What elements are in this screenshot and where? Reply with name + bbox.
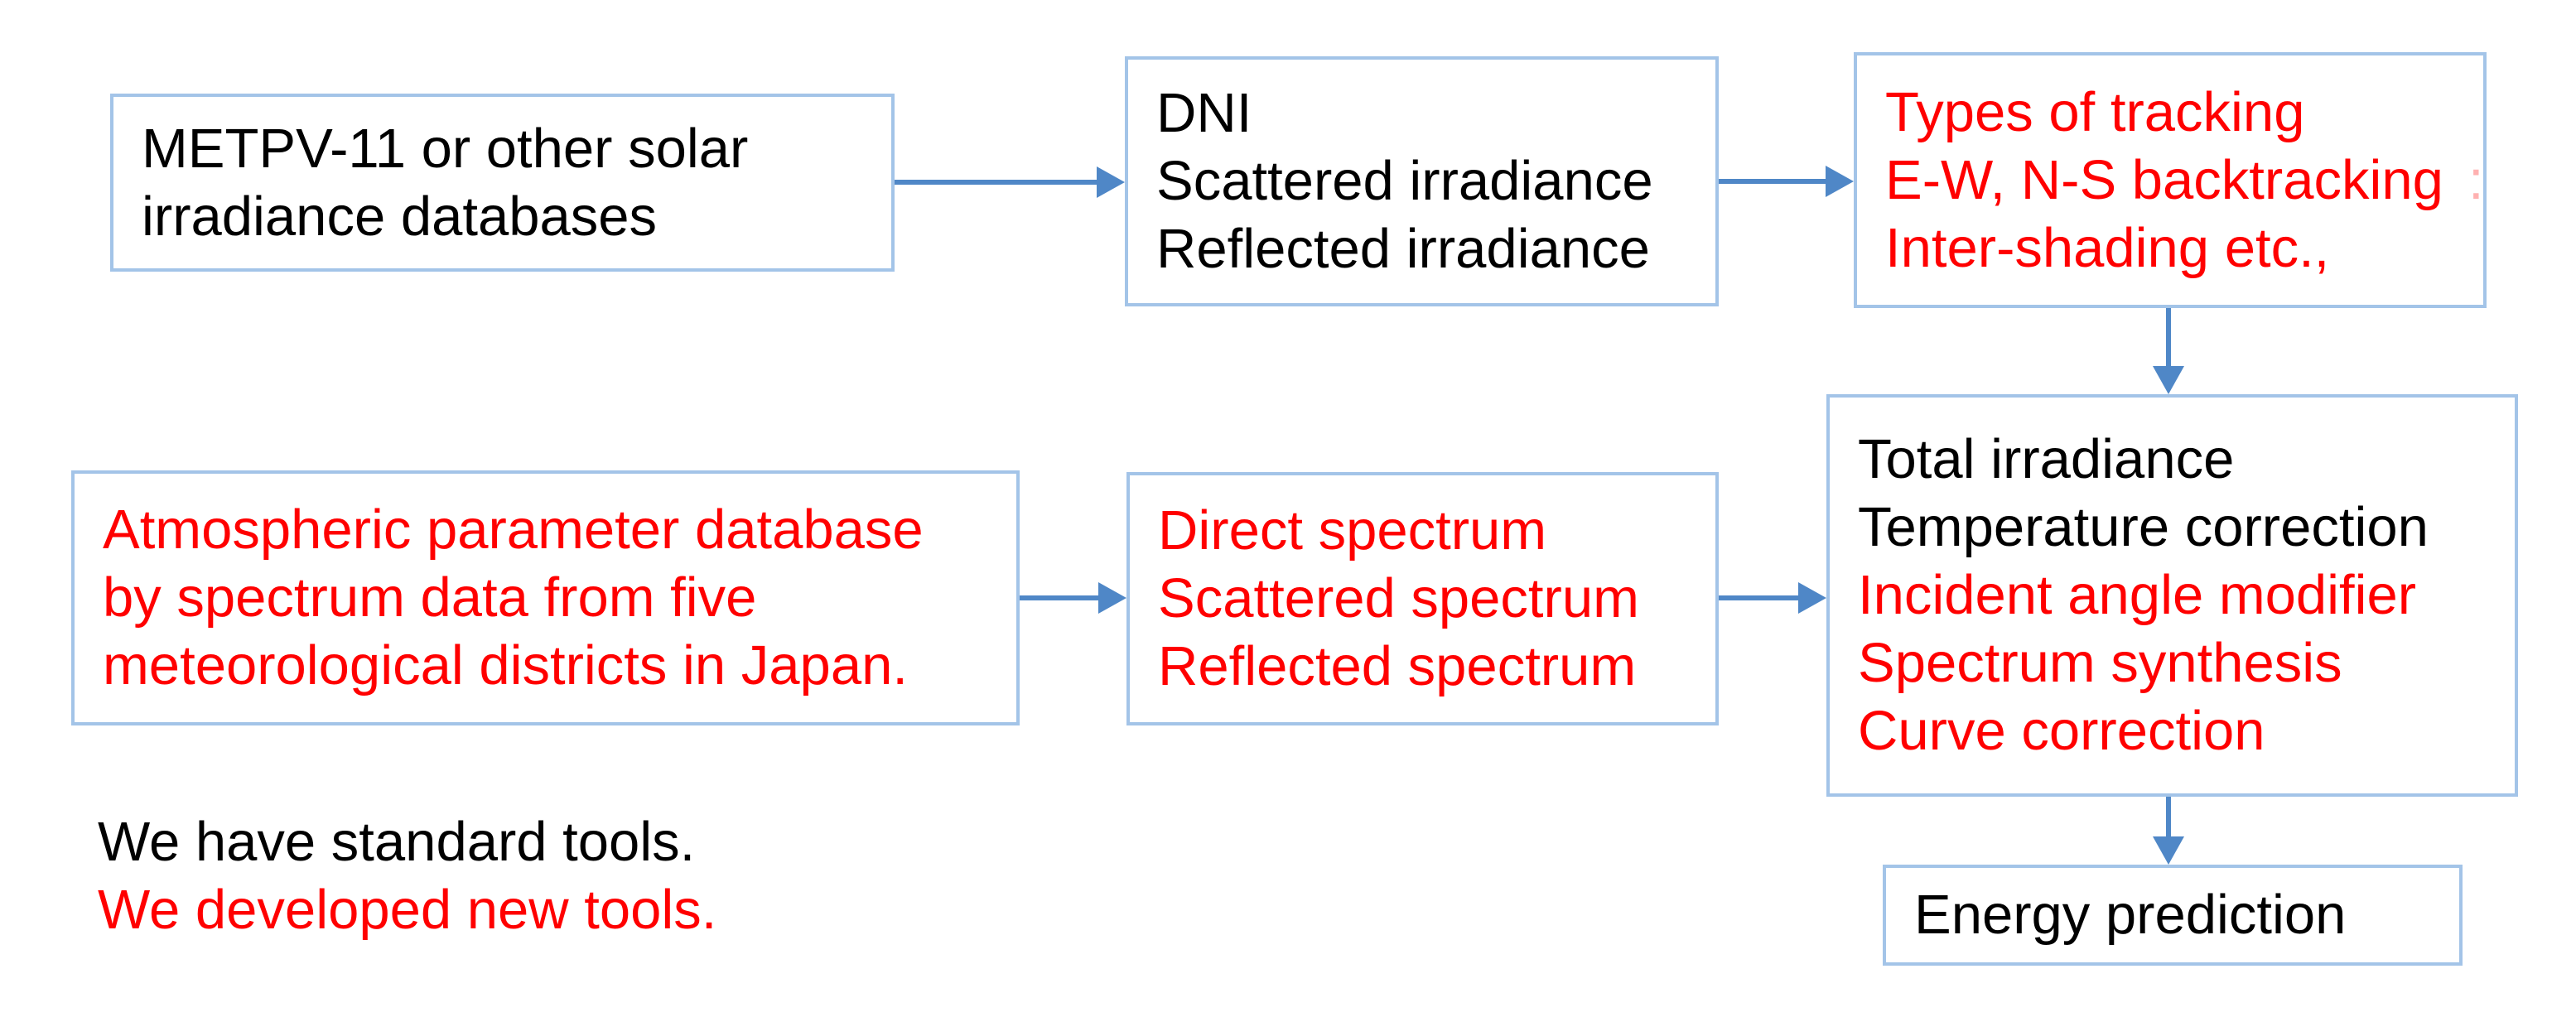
box-text-line: Reflected spectrum [1158,635,1637,697]
arrow-shaft [1719,595,1803,600]
box-text-line: Types of tracking [1885,80,2305,143]
box-atmospheric-database: Atmospheric parameter database by spectr… [71,470,1020,725]
arrow-spectrum-to-processing [1719,581,1826,615]
arrow-shaft [895,180,1102,185]
box-processing-steps: Total irradiance Temperature correction … [1826,394,2518,797]
arrow-irradiance-to-tracking [1719,165,1854,198]
box-text-line: Incident angle modifier [1858,564,2417,626]
box-text-line: Inter-shading etc., [1885,216,2330,279]
box-text-line: Direct spectrum [1158,499,1547,562]
legend-standard-tools: We have standard tools. [98,811,696,873]
arrow-shaft [2166,308,2171,371]
arrow-tracking-to-processing [2152,308,2185,394]
box-text-line: by spectrum data from five [103,566,757,629]
box-text-line: Total irradiance [1858,428,2235,490]
box-text-line: METPV-11 or other solar [142,117,749,180]
arrow-atmospheric-to-spectrum [1020,581,1126,615]
box-text-line: Spectrum synthesis [1858,632,2342,694]
box-text-line: Energy prediction [1914,884,2347,946]
box-irradiance-components: DNI Scattered irradiance Reflected irrad… [1125,56,1719,306]
box-text-line: Scattered spectrum [1158,567,1639,629]
box-text-line: irradiance databases [142,185,658,248]
arrow-shaft [1020,595,1103,600]
box-energy-prediction: Energy prediction [1883,865,2463,966]
box-tracking-types: Types of tracking E-W, N-S backtracking:… [1854,52,2487,308]
arrowhead-right-icon [1097,166,1125,198]
box-text-line: Reflected irradiance [1156,218,1650,280]
box-text-line: Scattered irradiance [1156,150,1653,212]
box-spectrum-components: Direct spectrum Scattered spectrum Refle… [1126,472,1719,725]
arrowhead-right-icon [1826,166,1854,197]
arrow-shaft [2166,797,2171,841]
box-text-line: DNI [1156,82,1252,144]
box-text-segment: E-W, N-S backtracking [1885,148,2443,211]
arrowhead-right-icon [1098,582,1126,614]
box-text-line: Curve correction [1858,700,2265,762]
legend: We have standard tools. We developed new… [98,808,716,944]
arrowhead-down-icon [2153,836,2184,865]
arrow-shaft [1719,179,1831,184]
arrowhead-down-icon [2153,366,2184,394]
box-text-line: Temperature correction [1858,496,2429,558]
box-text-line: Atmospheric parameter database [103,499,924,561]
box-solar-database: METPV-11 or other solar irradiance datab… [110,94,895,272]
faint-colon: : [2468,148,2484,211]
arrow-database-to-irradiance [895,166,1125,199]
arrowhead-right-icon [1798,582,1826,614]
box-text-line: E-W, N-S backtracking: [1885,147,2484,214]
legend-new-tools: We developed new tools. [98,879,717,941]
arrow-processing-to-energy [2152,797,2185,865]
box-text-line: meteorological districts in Japan. [103,634,908,696]
